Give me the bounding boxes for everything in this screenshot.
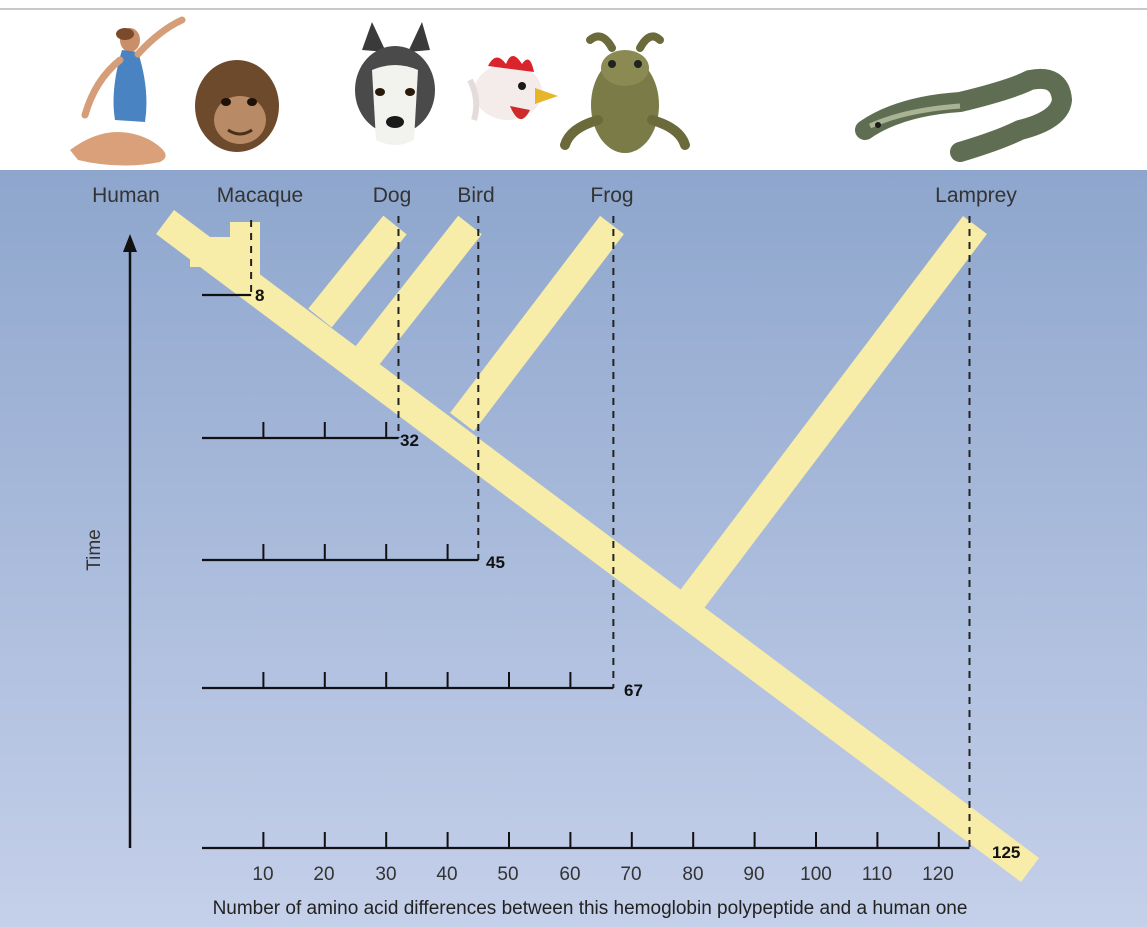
value-label-dog: 32: [400, 431, 419, 450]
frog-icon: [565, 36, 685, 153]
x-tick-label: 100: [800, 864, 832, 885]
x-tick-label: 70: [620, 864, 641, 885]
x-tick-label: 50: [497, 864, 518, 885]
x-tick-label: 110: [862, 864, 892, 885]
x-tick-label: 80: [682, 864, 703, 885]
x-tick-label: 20: [313, 864, 334, 885]
x-tick-label: 10: [252, 864, 273, 885]
x-tick-label: 30: [375, 864, 396, 885]
taxon-label-human: Human: [92, 184, 160, 207]
x-tick-label: 60: [559, 864, 580, 885]
taxon-label-dog: Dog: [373, 184, 412, 207]
taxon-label-macaque: Macaque: [217, 184, 303, 207]
value-label-frog: 67: [624, 681, 643, 700]
time-axis-label: Time: [84, 529, 105, 571]
x-tick-label: 40: [436, 864, 457, 885]
x-axis-title: Number of amino acid differences between…: [213, 898, 968, 919]
x-tick-label: 120: [922, 864, 954, 885]
value-label-lamprey: 125: [992, 843, 1020, 862]
animal-illustrations: [0, 10, 1147, 170]
dog-head-icon: [355, 22, 435, 145]
taxon-label-frog: Frog: [590, 184, 633, 207]
phylogeny-panel: Human Macaque Dog Bird Frog Lamprey 8 32…: [0, 170, 1147, 927]
human-figure-icon: [70, 20, 182, 166]
macaque-head-icon: [195, 60, 279, 152]
chicken-head-icon: [470, 56, 558, 120]
value-label-bird: 45: [486, 553, 505, 572]
taxon-label-lamprey: Lamprey: [935, 184, 1017, 207]
lamprey-icon: [865, 79, 1062, 152]
x-tick-label: 90: [743, 864, 764, 885]
taxon-label-bird: Bird: [457, 184, 494, 207]
value-label-macaque: 8: [255, 286, 264, 305]
